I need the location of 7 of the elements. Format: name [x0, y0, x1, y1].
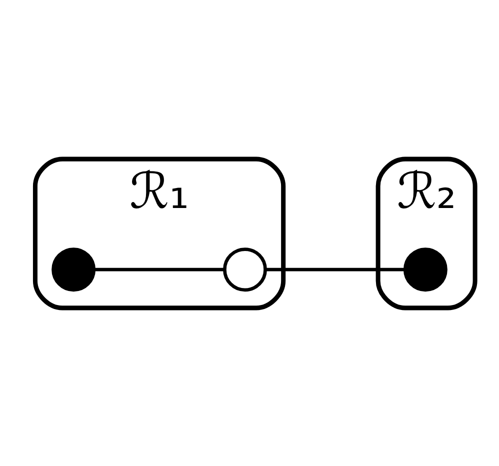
cluster: ℛ₁	[32, 156, 286, 310]
connector	[265, 267, 405, 271]
node-circle	[223, 247, 267, 292]
cluster: ℛ₂	[376, 156, 478, 310]
node-circle	[52, 247, 96, 292]
node-circle	[403, 247, 448, 292]
connector	[94, 267, 225, 271]
